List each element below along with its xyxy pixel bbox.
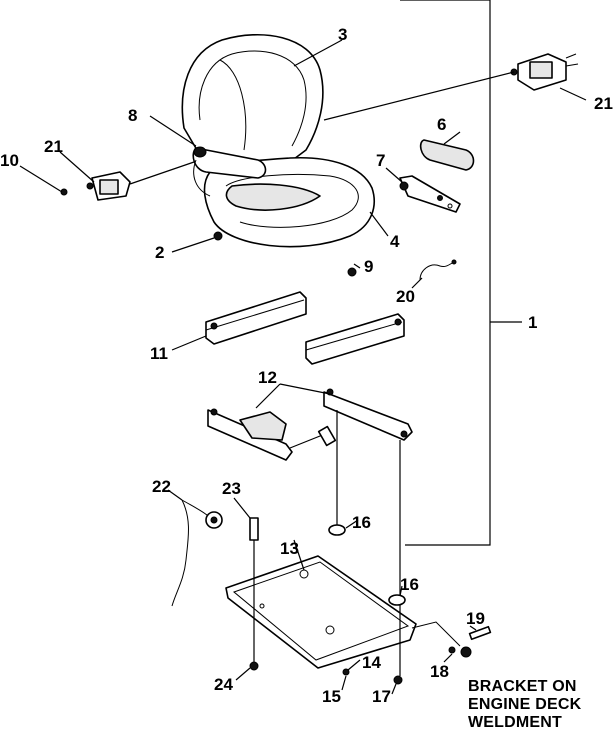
note-line-1: BRACKET ON xyxy=(468,678,577,695)
note-line-2: ENGINE DECK xyxy=(468,696,582,713)
note-line-3: WELDMENT xyxy=(468,714,562,731)
callouts: 1 2 3 4 6 7 8 9 10 11 12 13 14 15 16 16 … xyxy=(0,25,613,706)
callout-24: 24 xyxy=(214,675,233,694)
slide-rails-lower xyxy=(207,388,413,461)
assembly-bracket-line xyxy=(400,0,522,546)
callout-14: 14 xyxy=(362,653,381,672)
callout-16b: 16 xyxy=(400,575,419,594)
switch-pad xyxy=(419,139,475,171)
callout-21-left: 21 xyxy=(44,137,63,156)
slide-rails-upper xyxy=(205,291,405,365)
callout-3: 3 xyxy=(338,25,347,44)
leader-lines xyxy=(19,39,587,695)
callout-2: 2 xyxy=(155,243,164,262)
callout-6: 6 xyxy=(437,115,446,134)
callout-11: 11 xyxy=(150,344,168,363)
callout-8: 8 xyxy=(128,106,137,125)
callout-19: 19 xyxy=(466,609,485,628)
seat xyxy=(181,34,375,248)
callout-9: 9 xyxy=(364,257,373,276)
callout-4: 4 xyxy=(390,232,400,251)
callout-10: 10 xyxy=(0,151,19,170)
seat-switch-cable xyxy=(171,499,223,607)
wire-harness xyxy=(419,259,457,281)
seat-switch-connector-left xyxy=(86,171,131,201)
callout-1: 1 xyxy=(528,313,537,332)
callout-22: 22 xyxy=(152,477,171,496)
seat-base-plate xyxy=(225,555,461,669)
callout-17: 17 xyxy=(372,687,391,706)
callout-21-right: 21 xyxy=(594,94,613,113)
switch-bracket xyxy=(399,175,461,213)
callout-15: 15 xyxy=(322,687,341,706)
callout-13: 13 xyxy=(280,539,299,558)
seat-switch-connector-right xyxy=(510,53,579,91)
callout-20: 20 xyxy=(396,287,415,306)
bracket-note: BRACKET ON ENGINE DECK WELDMENT xyxy=(468,678,582,731)
callout-7: 7 xyxy=(376,151,385,170)
callout-18: 18 xyxy=(430,662,449,681)
callout-23: 23 xyxy=(222,479,241,498)
callout-16a: 16 xyxy=(352,513,371,532)
callout-12: 12 xyxy=(258,368,277,387)
